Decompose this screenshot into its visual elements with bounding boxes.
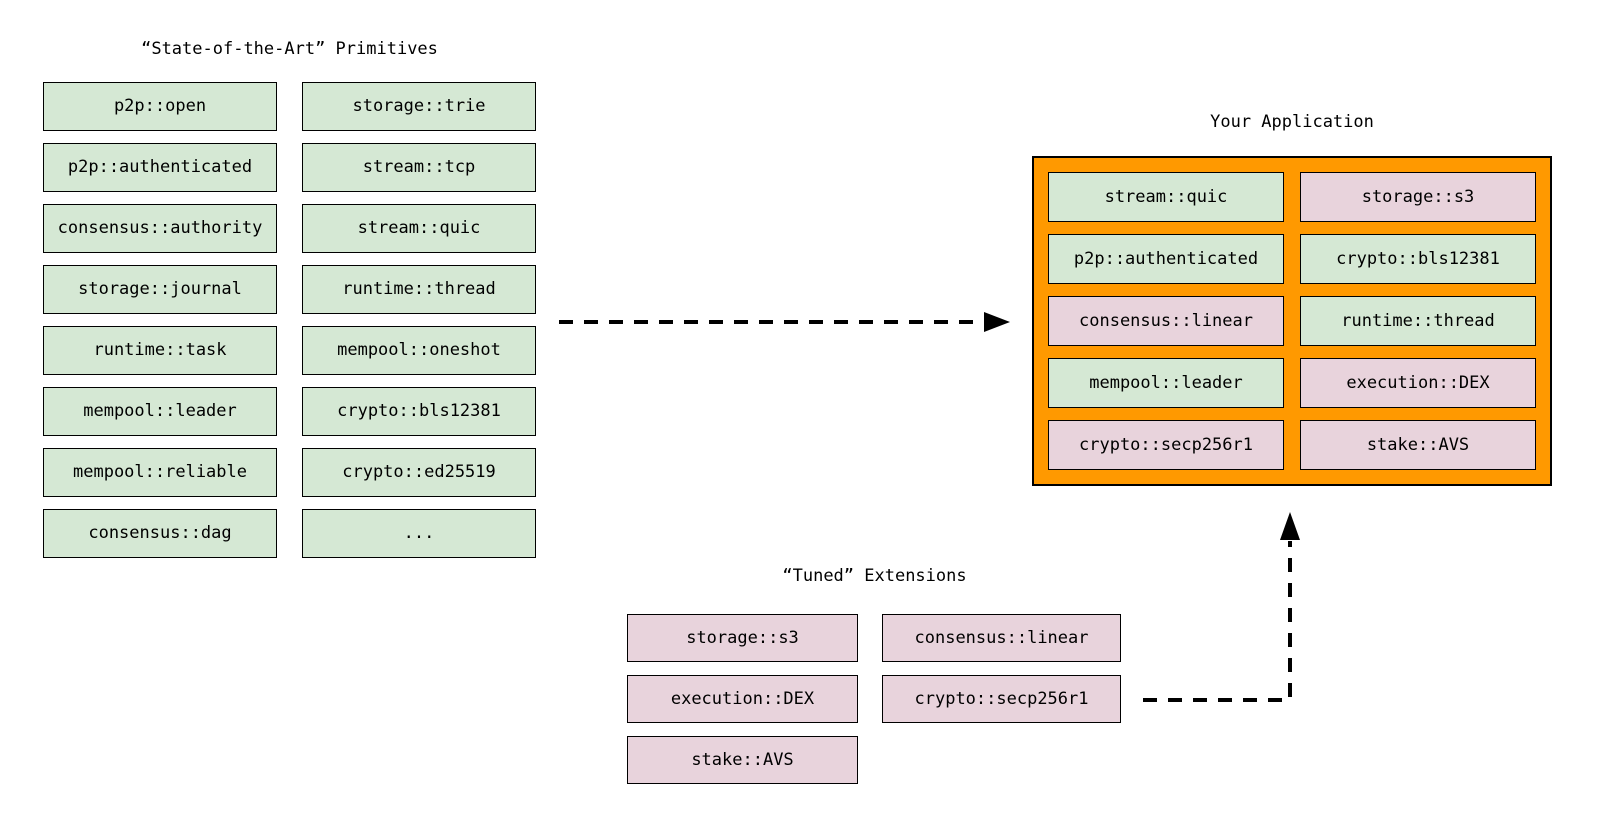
extensions-column-2: consensus::linear crypto::secp256r1 (882, 614, 1121, 723)
extension-box: crypto::secp256r1 (882, 675, 1121, 723)
primitive-box: mempool::oneshot (302, 326, 536, 375)
app-cell: stake::AVS (1300, 420, 1536, 470)
app-cell: crypto::secp256r1 (1048, 420, 1284, 470)
app-cell: consensus::linear (1048, 296, 1284, 346)
app-cell: runtime::thread (1300, 296, 1536, 346)
primitive-box: stream::quic (302, 204, 536, 253)
primitive-box: consensus::dag (43, 509, 277, 558)
primitive-box: crypto::ed25519 (302, 448, 536, 497)
arrowhead-up-icon (1280, 512, 1300, 540)
primitive-box: stream::tcp (302, 143, 536, 192)
application-container: stream::quic storage::s3 p2p::authentica… (1032, 156, 1552, 486)
primitive-box: storage::journal (43, 265, 277, 314)
primitive-box: consensus::authority (43, 204, 277, 253)
primitive-box: runtime::thread (302, 265, 536, 314)
extension-box: consensus::linear (882, 614, 1121, 662)
arrow-primitives-to-application (559, 312, 1010, 332)
application-title: Your Application (1210, 112, 1374, 132)
arrowhead-right-icon (984, 312, 1010, 332)
app-cell: mempool::leader (1048, 358, 1284, 408)
primitives-column-1: p2p::open p2p::authenticated consensus::… (43, 82, 277, 558)
app-cell: storage::s3 (1300, 172, 1536, 222)
primitive-box: mempool::reliable (43, 448, 277, 497)
primitive-box: crypto::bls12381 (302, 387, 536, 436)
extension-box: execution::DEX (627, 675, 858, 723)
primitive-box: runtime::task (43, 326, 277, 375)
extensions-title: “Tuned” Extensions (782, 566, 967, 586)
primitive-box-ellipsis: ... (302, 509, 536, 558)
app-cell: crypto::bls12381 (1300, 234, 1536, 284)
primitives-title: “State-of-the-Art” Primitives (141, 39, 438, 59)
primitive-box: mempool::leader (43, 387, 277, 436)
extension-box: stake::AVS (627, 736, 858, 784)
app-cell: execution::DEX (1300, 358, 1536, 408)
app-cell: stream::quic (1048, 172, 1284, 222)
primitive-box: storage::trie (302, 82, 536, 131)
extensions-column-1: storage::s3 execution::DEX stake::AVS (627, 614, 858, 784)
primitives-column-2: storage::trie stream::tcp stream::quic r… (302, 82, 536, 558)
extension-box: storage::s3 (627, 614, 858, 662)
arrow-extensions-to-application (1143, 512, 1300, 702)
dashed-elbow-line (1143, 541, 1292, 702)
app-cell: p2p::authenticated (1048, 234, 1284, 284)
primitive-box: p2p::authenticated (43, 143, 277, 192)
primitive-box: p2p::open (43, 82, 277, 131)
